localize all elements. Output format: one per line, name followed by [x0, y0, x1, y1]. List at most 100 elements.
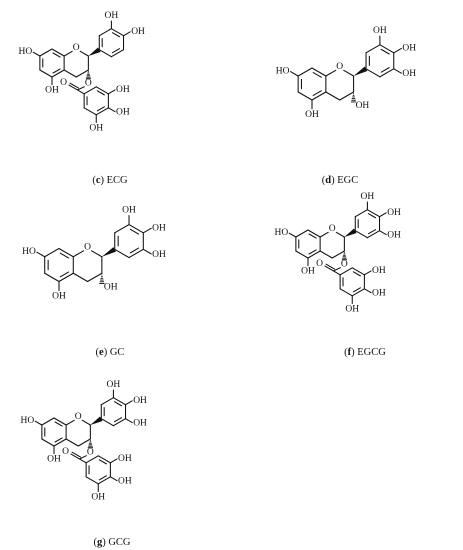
- galloyl-hydroxyl-label: OH: [345, 305, 359, 315]
- ring-bond: [97, 476, 111, 485]
- ring-bond: [365, 68, 381, 78]
- ring-bond: [112, 418, 127, 427]
- panel-caption: (f) EGCG: [344, 347, 386, 358]
- ring-bond: [295, 250, 309, 259]
- ring-bond: [98, 49, 112, 58]
- caption-letter: c: [96, 175, 101, 186]
- bond: [70, 453, 80, 460]
- bond: [319, 250, 333, 259]
- ring-bond: [295, 229, 309, 238]
- ring-bond: [97, 455, 111, 464]
- ring-bond: [83, 107, 97, 116]
- hydroxyl-label: OH: [131, 27, 145, 37]
- ring-bond: [41, 417, 55, 426]
- bond: [87, 272, 103, 283]
- bond: [343, 69, 355, 77]
- double-bond: [367, 213, 377, 219]
- ring-bond: [58, 247, 74, 258]
- ring-bond: [51, 48, 65, 57]
- bond: [332, 270, 341, 276]
- ring-oxygen-label: O: [336, 62, 343, 72]
- bond: [107, 107, 116, 113]
- bond: [91, 250, 103, 258]
- ring-bond: [351, 288, 365, 297]
- bond: [76, 86, 85, 91]
- bond: [79, 50, 89, 57]
- bond: [65, 438, 79, 447]
- caption-letter: g: [97, 537, 103, 548]
- ring-bond: [58, 272, 74, 283]
- bond: [142, 227, 152, 234]
- ring-oxygen-label: O: [84, 243, 91, 253]
- caption-name: ECG: [107, 175, 128, 186]
- bond: [107, 89, 116, 95]
- hydroxyl-label: OH: [373, 26, 387, 36]
- ester-oxygen-label: O: [87, 448, 94, 458]
- ring-bond: [98, 28, 112, 37]
- double-bond: [113, 417, 123, 423]
- double-bond: [312, 90, 322, 96]
- bond: [77, 438, 91, 447]
- galloyl-hydroxyl-label: OH: [372, 266, 386, 276]
- double-bond: [129, 247, 140, 254]
- galloyl-hydroxyl-label: OH: [118, 477, 132, 487]
- bond: [63, 69, 77, 78]
- bond: [363, 288, 372, 294]
- ring-bond: [44, 272, 60, 283]
- ring-bond: [114, 224, 130, 234]
- ring-bond: [39, 69, 53, 78]
- ring-bond: [366, 209, 381, 218]
- double-bond: [54, 437, 63, 443]
- hydroxyl-label: OH: [387, 231, 401, 241]
- hydroxyl-label: OH: [152, 223, 166, 233]
- caption-name: EGC: [337, 175, 358, 186]
- bond: [289, 71, 299, 77]
- ring-bond: [365, 44, 381, 54]
- wedge-bond: [88, 47, 101, 56]
- bond: [36, 251, 46, 258]
- wedge-bond: [101, 247, 117, 257]
- double-bond: [312, 72, 322, 78]
- bond: [288, 232, 297, 238]
- panel-caption: (e) GC: [96, 347, 125, 358]
- ring-bond: [100, 418, 114, 427]
- ring-bond: [83, 86, 97, 95]
- hydroxyl-label: HO: [18, 47, 32, 57]
- ring-bond: [85, 455, 99, 464]
- bond: [78, 455, 87, 460]
- bond: [32, 51, 41, 57]
- bond: [75, 69, 89, 78]
- ring-bond: [354, 230, 368, 239]
- bond: [123, 31, 131, 37]
- galloyl-hydroxyl-label: OH: [116, 85, 130, 95]
- caption-letter: e: [99, 347, 104, 358]
- double-bond: [380, 48, 390, 55]
- ring-bond: [354, 209, 368, 218]
- hydroxyl-label: OH: [107, 380, 121, 390]
- ring-oxygen-label: O: [75, 412, 82, 422]
- bond: [72, 250, 85, 258]
- galloyl-hydroxyl-label: OH: [118, 454, 132, 464]
- ring-oxygen-label: O: [73, 43, 80, 53]
- bond: [325, 91, 341, 101]
- hydroxyl-label: OH: [305, 110, 319, 120]
- ring-bond: [297, 67, 313, 77]
- bond: [324, 265, 334, 272]
- double-bond: [352, 287, 361, 293]
- hydroxyl-label: OH: [47, 455, 61, 465]
- caption-name: GC: [110, 347, 125, 358]
- bond: [379, 212, 387, 218]
- double-bond: [98, 475, 107, 481]
- bond: [68, 84, 78, 91]
- bond: [65, 419, 75, 426]
- double-bond: [352, 271, 361, 277]
- bond: [109, 458, 118, 464]
- bond: [335, 231, 345, 238]
- ring-bond: [85, 476, 99, 485]
- double-bond: [52, 52, 61, 58]
- ring-bond: [307, 250, 321, 259]
